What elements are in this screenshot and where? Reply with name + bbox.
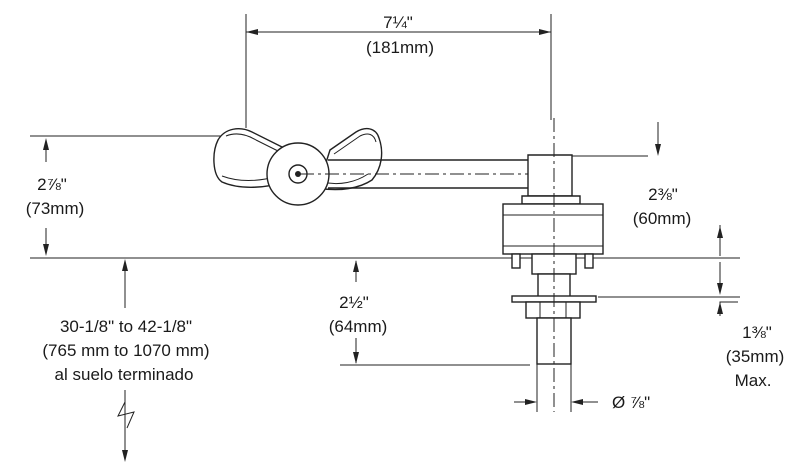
top-width-imperial: 7¼": [383, 13, 413, 32]
handle-wing-right-detail: [333, 133, 377, 155]
handle-wing-left-detail: [225, 133, 289, 157]
break-symbol: [117, 401, 135, 429]
middle-height-metric: (64mm): [329, 317, 388, 336]
arrowhead-up: [717, 302, 723, 314]
right-height-dimension: 2⅜" (60mm): [633, 122, 723, 256]
max-thickness-imperial: 1⅜": [742, 323, 772, 342]
mounting-nut: [525, 301, 581, 319]
floor-height-line1: 30-1/8" to 42-1/8": [60, 317, 192, 336]
diameter-dimension: Ø ⅞": [514, 364, 650, 412]
left-height-metric: (73mm): [26, 199, 85, 218]
arrowhead-down: [122, 450, 128, 462]
max-thickness-dimension: 1⅜" (35mm) Max.: [598, 262, 784, 390]
arrowhead-up: [717, 226, 723, 238]
arrowhead-right: [525, 399, 537, 405]
arrowhead-down: [717, 283, 723, 295]
diameter-label: Ø ⅞": [612, 393, 650, 412]
mount-stud-left: [511, 253, 521, 269]
arrowhead-down: [353, 352, 359, 364]
arrowhead-left: [571, 399, 583, 405]
floor-height-line3: al suelo terminado: [55, 365, 194, 384]
max-thickness-note: Max.: [735, 371, 772, 390]
max-thickness-metric: (35mm): [726, 347, 785, 366]
spout-collar: [521, 195, 581, 205]
valve-body: [502, 118, 604, 412]
floor-height-dimension: 30-1/8" to 42-1/8" (765 mm to 1070 mm) a…: [42, 259, 210, 462]
faucet-handle: [213, 127, 383, 206]
arrowhead-up: [353, 260, 359, 272]
spout-head: [527, 154, 573, 197]
arrowhead-down: [655, 144, 661, 156]
left-height-dimension: 2⅞" (73mm): [26, 135, 740, 259]
arrowhead-down: [43, 244, 49, 256]
spout-arm: [300, 154, 648, 205]
top-width-metric: (181mm): [366, 38, 434, 57]
right-height-imperial: 2⅜": [648, 185, 678, 204]
mount-stud-right: [584, 253, 594, 269]
middle-height-imperial: 2½": [339, 293, 369, 312]
arrowhead-up: [122, 259, 128, 271]
left-height-imperial: 2⅞": [37, 175, 67, 194]
top-width-dimension: 7¼" (181mm): [245, 13, 552, 128]
right-height-metric: (60mm): [633, 209, 692, 228]
middle-height-dimension: 2½" (64mm): [329, 260, 530, 366]
handle-hub-center: [295, 171, 301, 177]
arrowhead-up: [43, 138, 49, 150]
arrowhead-right: [539, 29, 551, 35]
arrowhead-left: [246, 29, 258, 35]
floor-height-line2: (765 mm to 1070 mm): [42, 341, 209, 360]
